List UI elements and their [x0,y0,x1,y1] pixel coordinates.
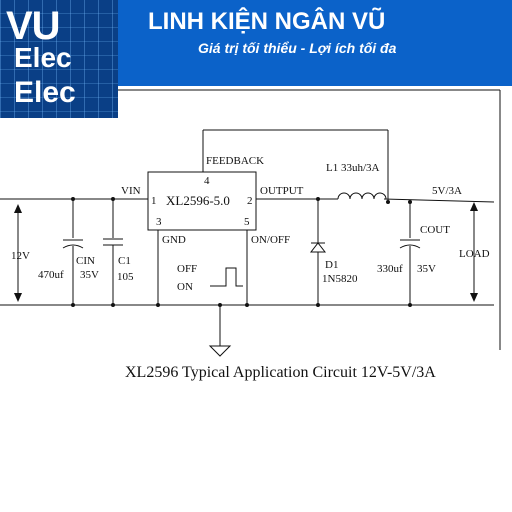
shop-slogan: Giá trị tối thiểu - Lợi ích tối đa [198,40,397,56]
logo-text-vu: VU [6,4,61,48]
pin3-number: 3 [156,216,162,228]
junction-dot [111,197,115,201]
junction-dot [408,200,412,204]
pin-onoff-label: ON/OFF [251,234,290,246]
input-arrow-up-icon [14,204,22,213]
cout-name-label: COUT [420,224,450,236]
inductor-l1 [337,192,387,200]
pin5-number: 5 [244,216,250,228]
junction-dot [316,303,320,307]
pin-feedback-label: FEEDBACK [206,155,264,167]
pin4-number: 4 [204,175,210,187]
input-voltage-label: 12V [11,250,30,262]
pin-output-label: OUTPUT [260,185,304,197]
input-arrow-down-icon [14,293,22,302]
cout-plate-bottom [399,244,421,249]
load-arrow-down-icon [470,293,478,302]
c1-name-label: C1 [118,255,131,267]
c1-value-label: 105 [117,271,134,283]
logo-text-elec: Elec [14,42,72,73]
inductor-label: L1 33uh/3A [326,162,380,174]
junction-dot [316,197,320,201]
cin-name-label: CIN [76,255,95,267]
junction-dot [386,200,390,204]
onoff-pulse-icon [210,267,243,287]
logo-text-elec-ghost: Elec [14,76,76,109]
pin2-number: 2 [247,195,253,207]
output-voltage-label: 5V/3A [432,185,462,197]
brand-logo: VU Elec Elec [0,0,118,118]
cin-plate-bottom [62,244,84,249]
pin-gnd-label: GND [162,234,186,246]
on-label: ON [177,281,193,293]
junction-dot [71,197,75,201]
output-rail [383,198,495,203]
off-label: OFF [177,263,197,275]
cin-voltage-label: 35V [80,269,99,281]
ic-part-label: XL2596-5.0 [166,193,230,208]
load-label: LOAD [459,248,490,260]
d1-part-label: 1N5820 [322,273,358,285]
junction-dot [156,303,160,307]
junction-dot [245,303,249,307]
diagram-caption: XL2596 Typical Application Circuit 12V-5… [125,364,436,381]
cout-value-label: 330uf [377,263,403,275]
junction-dot [111,303,115,307]
junction-dot [218,303,222,307]
ic-body [147,171,257,231]
pin1-number: 1 [151,195,157,207]
pin-vin-label: VIN [121,185,141,197]
junction-dot [71,303,75,307]
shop-name: LINH KIỆN NGÂN VŨ [148,8,386,35]
junction-dot [408,303,412,307]
load-arrow-up-icon [470,202,478,211]
cout-voltage-label: 35V [417,263,436,275]
d1-name-label: D1 [325,259,338,271]
ground-symbol-icon [208,345,232,357]
cin-value-label: 470uf [38,269,64,281]
d1-anode-triangle [309,242,327,253]
